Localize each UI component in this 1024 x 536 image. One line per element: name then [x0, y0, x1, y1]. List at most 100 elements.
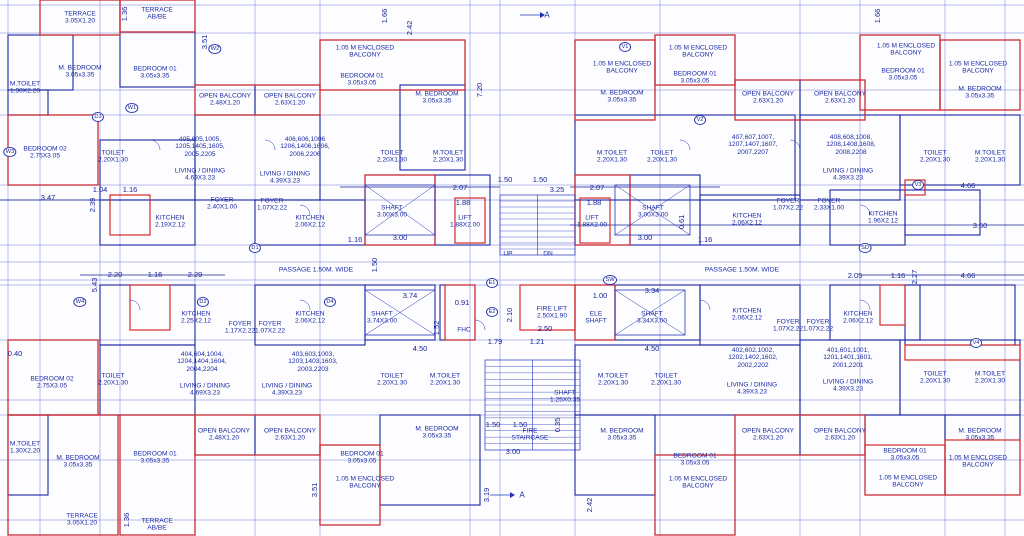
door-swing: [474, 319, 486, 331]
dimension-label: 1.88: [455, 198, 471, 207]
dimension-label: 1.36: [122, 512, 131, 528]
room-label-line: 3.00X3.00: [376, 212, 408, 219]
dimension-label: 4.50: [644, 344, 660, 353]
room-label-line: 2003,2203: [297, 365, 329, 373]
room-label-line: 2.63X1.20: [824, 435, 856, 442]
room-label-line: SHAFT: [585, 318, 607, 325]
room-label-line: 404,604,1004,: [180, 350, 224, 358]
room-label-line: 1.05 M ENCLOSED: [876, 42, 936, 50]
room-label-line: KITCHEN: [295, 310, 325, 318]
room-label-line: OPEN BALCONY: [198, 92, 252, 100]
room-label-line: BALCONY: [349, 483, 381, 490]
room-wall: [699, 194, 801, 246]
room-label-line: 2.20X1.30: [919, 378, 951, 385]
room-label-line: M. BEDROOM: [958, 85, 1002, 93]
room-label-line: 2.20X1.30: [429, 380, 461, 387]
door-swing: [299, 204, 311, 216]
room-label-line: FHC: [457, 326, 471, 334]
room-label-line: LIVING / DINING: [726, 381, 778, 389]
room-label-line: KITCHEN: [181, 310, 211, 318]
red-outline: [444, 284, 476, 341]
room-label-line: TOILET: [380, 149, 404, 157]
dimension-label: 5.43: [90, 277, 99, 293]
shaft-box: [364, 289, 436, 336]
room-label-flat-nos-c: 407,607,1007,1207,1407,1607,2007,2207: [728, 134, 778, 156]
room-label-line: 1.05 M ENCLOSED: [592, 60, 652, 68]
room-label-line: 3.05X1.20: [66, 520, 98, 527]
passage-label: PASSAGE 1.50M. WIDE: [704, 266, 780, 274]
room-label-line: BEDROOM 02: [30, 375, 74, 383]
shaft-cross: [364, 184, 436, 236]
door-swing: [264, 139, 276, 151]
shaft-box: [614, 289, 686, 336]
room-label-flat-nos-d: 408,608,1008,1208,1408,1608,2008,2208: [826, 134, 876, 156]
room-label-line: 1204,1404,1604,: [177, 358, 227, 366]
red-outline: [574, 39, 656, 121]
room-wall: [904, 284, 1016, 346]
room-label-line: 2.20X1.30: [919, 157, 951, 164]
opening-tag: V3: [912, 180, 924, 190]
shaft-cross: [614, 184, 691, 236]
room-label-line: BEDROOM 01: [881, 67, 925, 75]
section-mark: A: [519, 490, 525, 500]
opening-tag: D4: [323, 297, 337, 307]
room-label-line: ELE: [589, 310, 603, 318]
room-label-line: 2.20X1.30: [646, 157, 678, 164]
room-label-line: LIVING / DINING: [259, 170, 311, 178]
door-swing: [789, 139, 801, 151]
room-label-line: 402,602,1002,: [731, 346, 775, 354]
red-outline: [654, 454, 736, 536]
room-label-line: 1203,1403,1603,: [288, 358, 338, 366]
red-outline: [319, 444, 381, 526]
room-label-line: 2.63X1.20: [824, 98, 856, 105]
dimension-label: 3.51: [310, 482, 319, 498]
room-label-line: 2.06X2.12: [294, 222, 326, 229]
room-label-line: 3.05x3.35: [422, 98, 452, 105]
room-label-line: LIVING / DINING: [174, 167, 226, 175]
room-label-line: 408,608,1008,: [829, 133, 873, 141]
room-label-line: BEDROOM 02: [23, 145, 67, 153]
room-label-line: FIRE LIFT: [536, 305, 568, 313]
dimension-label: 0.40: [7, 349, 23, 358]
room-label-line: BALCONY: [682, 52, 714, 59]
opening-tag: E1: [486, 278, 498, 288]
room-label-line: M. BEDROOM: [56, 454, 100, 462]
room-label-line: AB/BE: [147, 14, 167, 21]
dimension-label: 2.42: [405, 20, 414, 36]
room-label-up1: UP: [503, 250, 512, 257]
room-label-line: 1.88X2.00: [449, 222, 481, 229]
room-label-line: 2005,2205: [184, 150, 216, 158]
dimension-label: 3.74: [402, 291, 418, 300]
red-outline: [109, 194, 151, 236]
room-label-line: 2001,2201: [832, 361, 864, 369]
room-label-line: 3.05x3.35: [140, 458, 170, 465]
room-label-line: 407,607,1007,: [731, 133, 775, 141]
room-label-line: TOILET: [654, 372, 678, 380]
room-label-line: BALCONY: [962, 68, 994, 75]
room-label-line: LIFT: [458, 214, 472, 222]
room-label-line: TOILET: [101, 149, 125, 157]
room-label-line: LIVING / DINING: [261, 382, 313, 390]
room-label-line: DN: [543, 250, 553, 258]
dimension-label: 2.27: [910, 269, 919, 285]
room-label-line: 3.05x3.05: [680, 78, 710, 85]
